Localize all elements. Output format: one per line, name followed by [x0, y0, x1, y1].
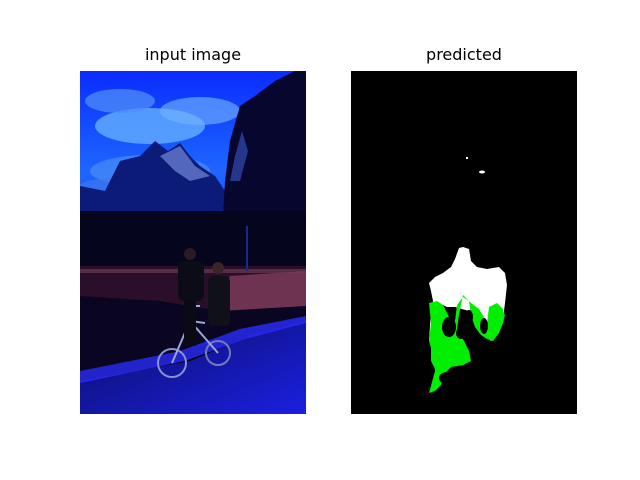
predicted-mask-panel: [351, 71, 577, 414]
mask-speck: [479, 170, 485, 174]
mask-speck: [466, 157, 468, 159]
input-photo: [80, 71, 306, 414]
input-image-panel: [80, 71, 306, 414]
person-mask-region: [429, 247, 507, 341]
bicycle-mask-region: [487, 303, 503, 333]
segmentation-mask: [351, 71, 577, 414]
bicycle-mask-region: [431, 339, 455, 373]
predicted-title: predicted: [426, 45, 502, 64]
input-image-title: input image: [144, 45, 242, 64]
